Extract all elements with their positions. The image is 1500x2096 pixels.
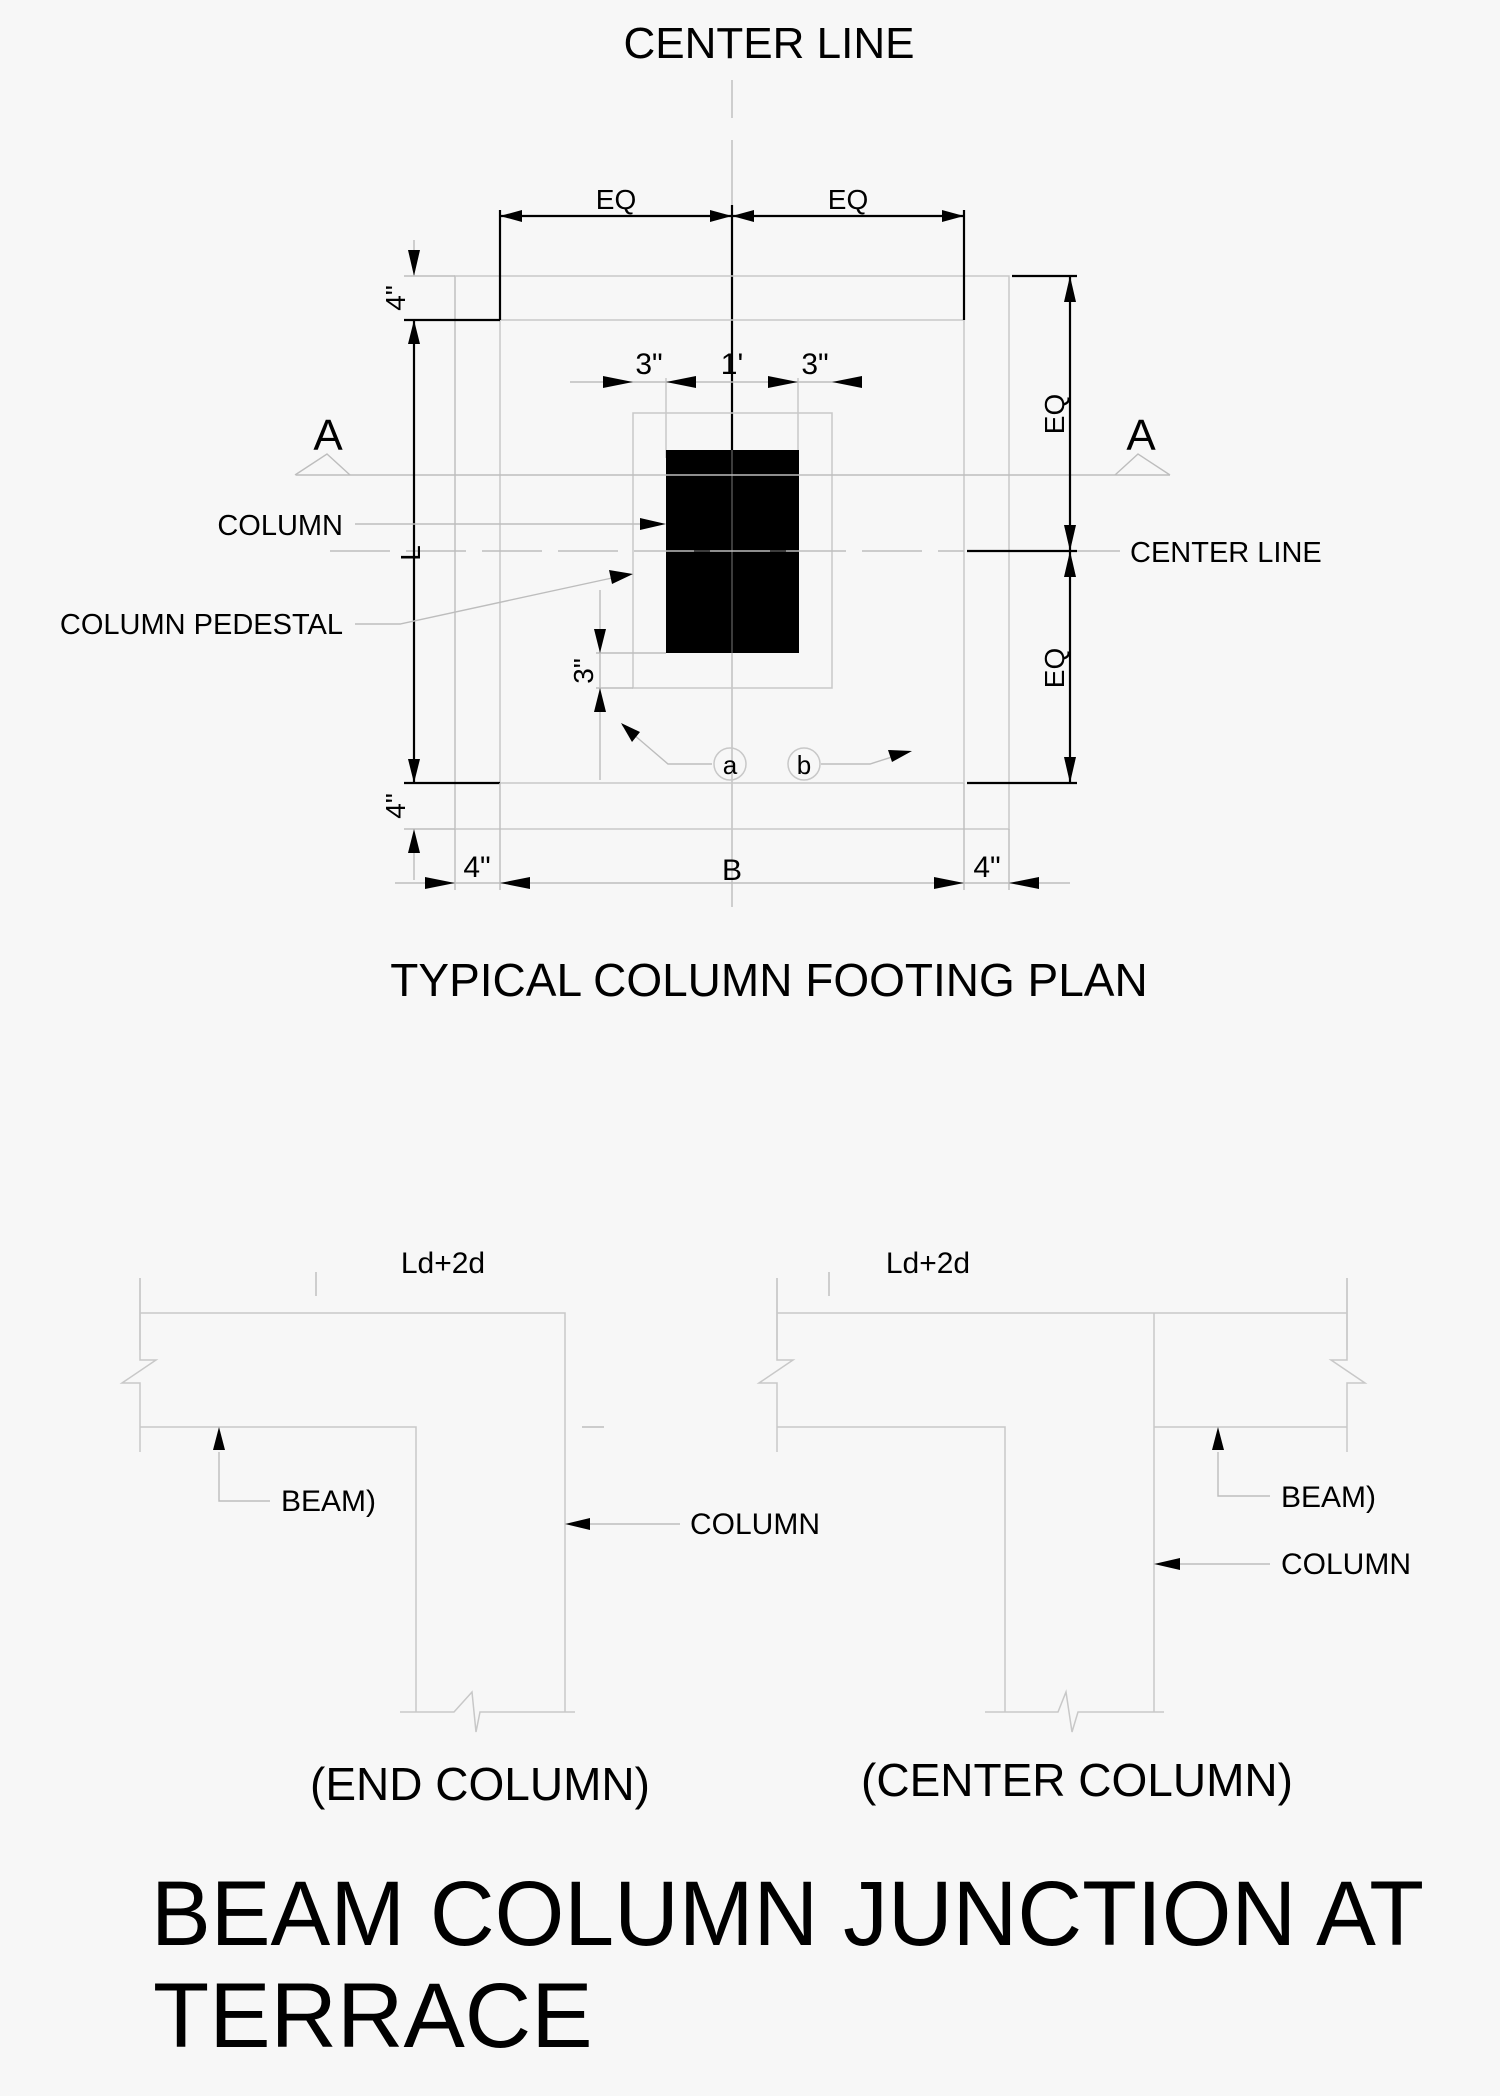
offset-top-dim: 4" xyxy=(380,285,411,311)
eq-left-label: EQ xyxy=(596,184,636,215)
end-beam-bottom-column-left xyxy=(140,1426,417,1712)
section-mark-right: A xyxy=(1126,411,1156,460)
center-column-break-icon xyxy=(985,1689,1164,1733)
end-beam-label: BEAM) xyxy=(281,1485,376,1518)
bar-mark-b: b xyxy=(797,750,811,780)
bar-mark-a-circle xyxy=(713,747,747,781)
center-beam-right-break-icon xyxy=(1328,1350,1368,1452)
eq-bottom-vertical-label: EQ xyxy=(1039,648,1070,688)
eq-right-label: EQ xyxy=(828,184,868,215)
section-arrow-right-icon xyxy=(1114,453,1171,476)
center-column-caption: (CENTER COLUMN) xyxy=(861,1754,1293,1806)
eq-top-vertical-label: EQ xyxy=(1039,394,1070,434)
center-column-label: COLUMN xyxy=(1281,1548,1411,1581)
end-beam-break-icon xyxy=(119,1350,159,1452)
center-dim-label: Ld+2d xyxy=(886,1247,970,1280)
pedestal-right-dim: 3" xyxy=(801,348,828,381)
offset-bottom-dim: 4" xyxy=(380,793,411,819)
end-dim-label: Ld+2d xyxy=(401,1247,485,1280)
footing-plan-title: TYPICAL COLUMN FOOTING PLAN xyxy=(390,954,1147,1006)
pedestal-bottom-dim: 3" xyxy=(568,658,599,684)
sheet-title: BEAM COLUMN JUNCTION AT TERRACE xyxy=(151,1863,1424,2067)
bar-mark-b-circle xyxy=(787,747,821,781)
end-column-break-icon xyxy=(400,1690,575,1733)
column-pedestal-label: COLUMN PEDESTAL xyxy=(60,609,343,641)
end-column-label: COLUMN xyxy=(690,1508,820,1541)
center-beam-left-break-icon xyxy=(756,1350,796,1452)
column-label: COLUMN xyxy=(217,510,343,542)
sheet-title-line2: TERRACE xyxy=(153,1965,593,2067)
footing-plan: CENTER LINE EQ EQ xyxy=(60,19,1322,1006)
pedestal-left-dim: 3" xyxy=(635,348,662,381)
center-beam-bottom-left xyxy=(777,1426,1006,1712)
center-column-detail: Ld+2d BEAM) COLUMN (CENTER COLUMN) xyxy=(756,1247,1411,1806)
top-center-line-label: CENTER LINE xyxy=(624,19,915,68)
column-width-dim: 1' xyxy=(721,348,743,381)
section-arrow-left-icon xyxy=(294,453,351,476)
center-beam-label: BEAM) xyxy=(1281,1481,1376,1514)
end-beam-top-column-right xyxy=(140,1312,566,1712)
end-column-caption: (END COLUMN) xyxy=(310,1758,650,1810)
bar-mark-a: a xyxy=(723,750,738,780)
offset-right-dim: 4" xyxy=(973,851,1000,884)
breadth-label: B xyxy=(722,854,742,887)
end-column-detail: Ld+2d BEAM) COLUMN (END COLUMN) xyxy=(119,1247,820,1810)
right-center-line-label: CENTER LINE xyxy=(1130,537,1322,569)
length-label: L xyxy=(395,545,426,561)
section-mark-left: A xyxy=(313,411,343,460)
offset-left-dim: 4" xyxy=(463,851,490,884)
sheet-title-line1: BEAM COLUMN JUNCTION AT xyxy=(151,1863,1424,1965)
